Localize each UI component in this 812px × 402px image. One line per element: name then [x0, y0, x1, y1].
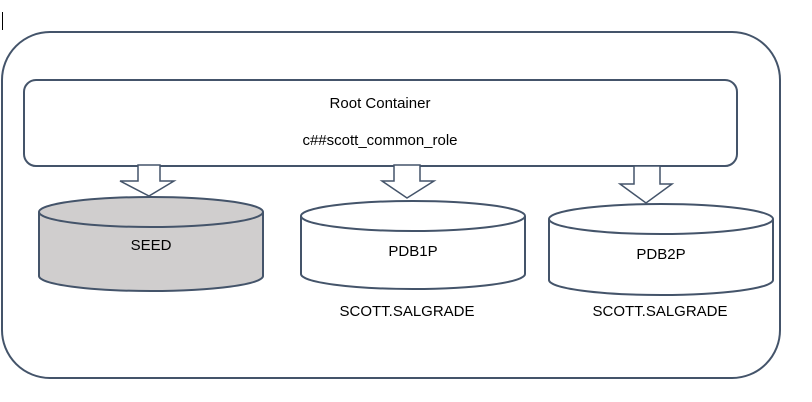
seed-database-label: SEED [131, 237, 172, 254]
arrow-to-seed [119, 164, 177, 197]
pdb1p-database-top [300, 200, 526, 232]
seed-database: SEED [38, 196, 264, 292]
root-container-box [23, 79, 738, 167]
root-container: Root Container c##scott_common_role [23, 79, 738, 167]
arrow-to-pdb2p [617, 165, 675, 204]
pdb2p-database: PDB2P SCOTT.SALGRADE [548, 203, 774, 320]
pdb2p-table-label: SCOTT.SALGRADE [592, 303, 727, 320]
pdb2p-database-label: PDB2P [636, 246, 685, 263]
pdb2p-database-top [548, 203, 774, 235]
arrow-to-pdb1p [379, 164, 437, 199]
pdb1p-database-label: PDB1P [388, 243, 437, 260]
pdb1p-database-body [300, 216, 526, 290]
seed-database-top [38, 196, 264, 228]
pdb1p-table-label: SCOTT.SALGRADE [339, 303, 474, 320]
pdb1p-database: PDB1P SCOTT.SALGRADE [300, 200, 526, 320]
seed-database-body [38, 212, 264, 292]
common-role-name: c##scott_common_role [302, 132, 457, 149]
root-container-title: Root Container [330, 95, 431, 112]
pdb2p-database-body [548, 219, 774, 296]
